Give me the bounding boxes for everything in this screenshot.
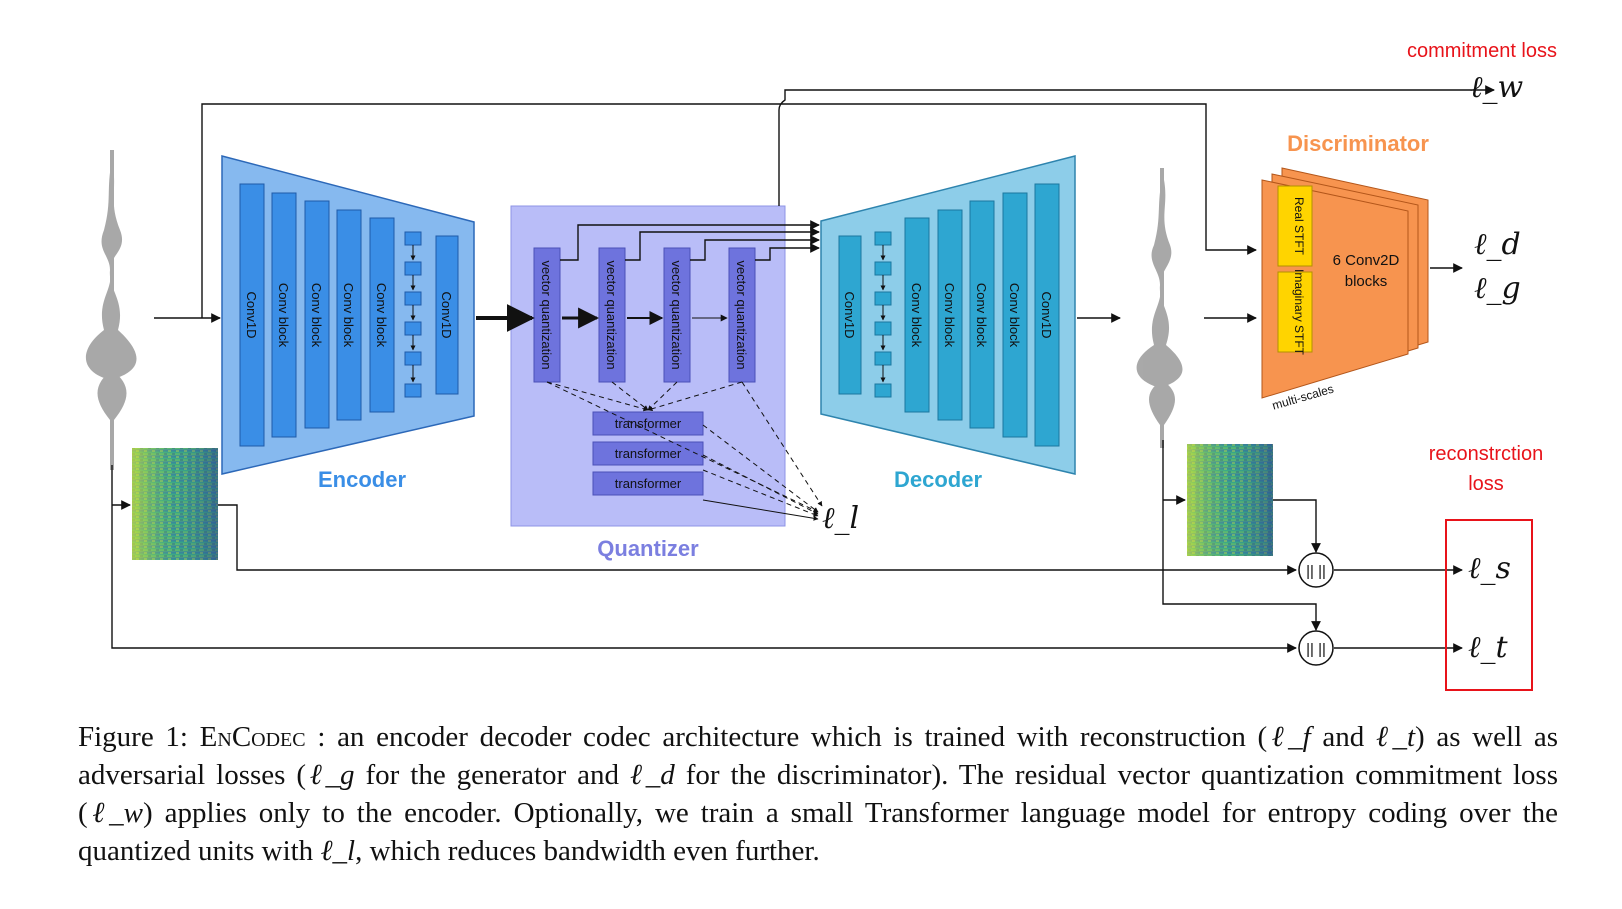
reconstruction-loss-annotation-2: loss	[1468, 473, 1504, 495]
encoder-title: Encoder	[318, 467, 406, 492]
decoder-layer-4: Conv block	[974, 283, 989, 348]
caption-method-name: EnCodec	[199, 721, 306, 753]
caption-text-2: and	[1310, 721, 1376, 753]
vq-1-label: vector quantization	[539, 260, 554, 369]
transformer-1: transformer	[615, 416, 682, 431]
discriminator: Discriminator Real STFT Imaginary STFT 6…	[1261, 131, 1429, 413]
decoder: Conv1D Conv block Conv block Conv block …	[820, 155, 1076, 492]
vq-4-label: vector quantization	[734, 260, 749, 369]
conv2d-blocks-label-2: blocks	[1345, 273, 1388, 290]
caption-loss-l: ℓ_l	[320, 835, 356, 867]
caption-text-7: , which reduces bandwidth even further.	[355, 835, 820, 867]
decoder-layer-6: Conv1D	[1039, 292, 1054, 339]
figure-caption: Figure 1: EnCodec : an encoder decoder c…	[78, 718, 1558, 870]
caption-loss-g: ℓ_g	[306, 759, 355, 791]
encoder-layer-6: Conv1D	[439, 292, 454, 339]
encoder: Conv1D Conv block Conv block Conv block …	[221, 155, 475, 492]
stft-real-label: Real STFT	[1292, 197, 1306, 256]
loss-w: ℓ_w	[1470, 70, 1523, 105]
loss-g: ℓ_g	[1474, 271, 1521, 306]
encoder-layer-3: Conv block	[309, 283, 324, 348]
caption-text-5: for the discriminator). The residual vec…	[78, 759, 1558, 829]
commitment-loss-annotation: commitment loss	[1407, 40, 1557, 62]
spectral-norm-node: || ||	[1298, 552, 1334, 588]
loss-d: ℓ_d	[1474, 227, 1521, 262]
caption-text-4: for the generator and	[354, 759, 630, 791]
stft-imaginary-label: Imaginary STFT	[1292, 269, 1306, 356]
caption-prefix: Figure 1:	[78, 721, 188, 753]
loss-t: ℓ_t	[1468, 630, 1508, 665]
caption-loss-t: ℓ_t	[1375, 721, 1416, 753]
vq-3-label: vector quantization	[669, 260, 684, 369]
decoder-title: Decoder	[894, 467, 982, 492]
quantizer-title: Quantizer	[597, 536, 699, 561]
loss-l: ℓ_l	[822, 501, 859, 536]
entropy-connections	[546, 381, 823, 517]
caption-loss-f: ℓ_f	[1267, 721, 1311, 753]
transformer-3: transformer	[615, 476, 682, 491]
conv2d-blocks-label: 6 Conv2D	[1333, 252, 1400, 269]
discriminator-title: Discriminator	[1287, 131, 1429, 156]
caption-text-3: ) as well as adversarial losses (	[78, 721, 1559, 791]
reconstruction-loss-annotation: reconstrction	[1429, 443, 1544, 465]
spectral-norm-symbol: || ||	[1306, 563, 1326, 580]
time-norm-symbol: || ||	[1306, 641, 1326, 658]
caption-text-6: ) applies only to the encoder. Optionall…	[78, 797, 1559, 867]
input-spectrogram	[132, 448, 218, 560]
transformer-2: transformer	[615, 446, 682, 461]
caption-loss-d: ℓ_d	[629, 759, 675, 791]
time-norm-node: || ||	[1298, 630, 1334, 666]
caption-loss-w: ℓ_w	[87, 797, 144, 829]
decoder-layer-1: Conv1D	[842, 292, 857, 339]
decoder-layer-2: Conv block	[909, 283, 924, 348]
quantizer: vector quantization vector quantization …	[510, 205, 786, 561]
caption-text-1: : an encoder decoder codec architecture …	[305, 721, 1268, 753]
vq-2-label: vector quantization	[604, 260, 619, 369]
decoder-layer-5: Conv block	[1007, 283, 1022, 348]
encoder-layer-2: Conv block	[276, 283, 291, 348]
encoder-layer-4: Conv block	[341, 283, 356, 348]
connections	[111, 85, 1495, 653]
decoder-layer-3: Conv block	[942, 283, 957, 348]
encoder-lstm-chain	[404, 231, 422, 398]
input-waveform	[85, 150, 137, 470]
encoder-layer-5: Conv block	[374, 283, 389, 348]
reconstruction-loss-box	[1445, 519, 1533, 691]
output-spectrogram	[1187, 444, 1273, 556]
output-waveform	[1136, 168, 1183, 448]
loss-s: ℓ_s	[1468, 551, 1511, 586]
encoder-layer-1: Conv1D	[244, 292, 259, 339]
